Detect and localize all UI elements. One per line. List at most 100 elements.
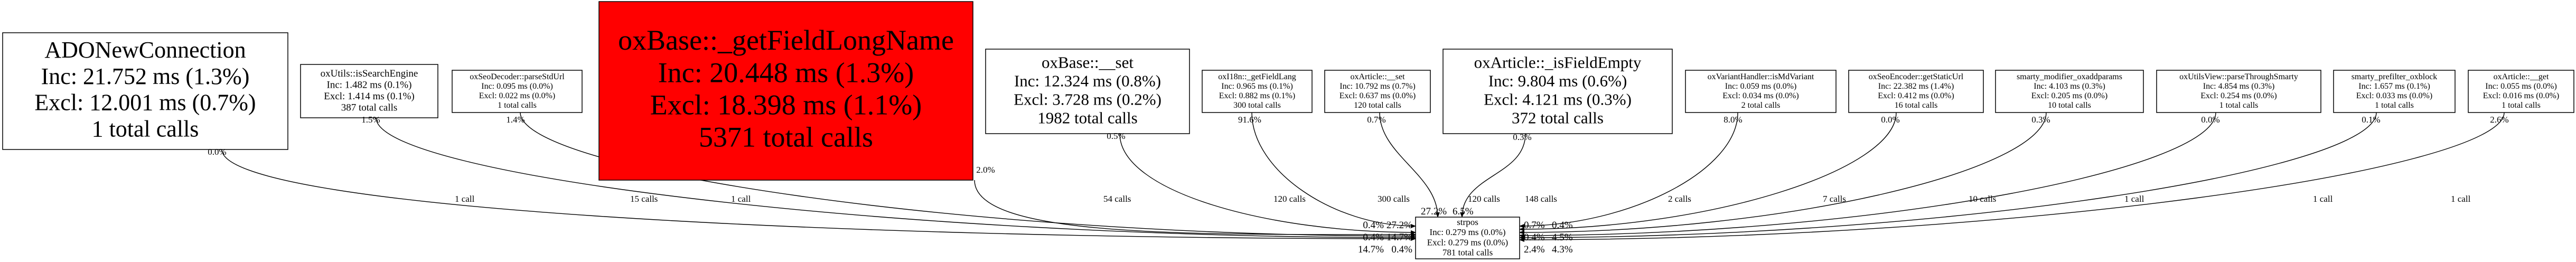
edge[interactable] [1251, 112, 1416, 228]
edge-call-count: 54 calls [1103, 194, 1131, 204]
node-box [1442, 49, 1673, 134]
node-calls: 300 total calls [1233, 101, 1281, 110]
edge-call-count: 120 calls [1468, 194, 1500, 204]
node-name: oxUtils::isSearchEngine [321, 68, 418, 79]
edge[interactable] [1519, 112, 2377, 240]
node-excl: Excl: 3.728 ms (0.2%) [1014, 90, 1161, 108]
edge-call-count: 120 calls [1273, 194, 1306, 204]
node-calls: 120 total calls [1354, 101, 1401, 110]
node-inc: Inc: 0.965 ms (0.1%) [1221, 82, 1293, 91]
edge[interactable] [376, 117, 1416, 240]
node-excl: Excl: 0.205 ms (0.0%) [2031, 91, 2107, 100]
node-inc: Inc: 21.752 ms (1.3%) [41, 63, 250, 89]
node-excl: Excl: 0.033 ms (0.0%) [2356, 91, 2432, 100]
node-name: oxBase::_getFieldLongName [618, 24, 954, 56]
node-excl: Excl: 0.254 ms (0.0%) [2200, 91, 2277, 100]
edge-call-count: 1 call [731, 194, 751, 204]
edge-tail-percent: 0.3% [2031, 115, 2050, 125]
node-name: oxArticle::__get [2494, 72, 2549, 81]
edge-head-percent: 0.4% [1391, 244, 1412, 255]
edge[interactable] [974, 180, 1416, 237]
edge-head-percent: 0.4% [1524, 232, 1545, 243]
node-box [452, 70, 583, 113]
node-name: ADONewConnection [44, 37, 246, 63]
edge-tail-percent: 2.0% [976, 165, 995, 175]
edge-call-count: 2 calls [1668, 194, 1691, 204]
edge[interactable] [1519, 112, 1738, 228]
node-inc: Inc: 10.792 ms (0.7%) [1339, 82, 1416, 91]
node-calls: 781 total calls [1442, 248, 1493, 258]
node-name: smarty_prefilter_oxblock [2352, 72, 2438, 81]
edge-head-percent: 27.2% [1421, 206, 1447, 217]
edge[interactable] [1519, 112, 2216, 238]
node-calls: 2 total calls [1741, 101, 1781, 110]
edge-head-percent: 2.4% [1524, 244, 1545, 255]
node-calls: 1 total calls [92, 116, 199, 142]
edge-call-count: 148 calls [1525, 194, 1557, 204]
node-inc: Inc: 4.854 ms (0.3%) [2203, 82, 2275, 91]
node-calls: 1 total calls [498, 101, 537, 110]
node-inc: Inc: 1.657 ms (0.1%) [2358, 82, 2430, 91]
node-inc: Inc: 4.103 ms (0.3%) [2034, 82, 2105, 91]
edge-call-count: 1 call [2451, 194, 2471, 204]
node-excl: Excl: 12.001 ms (0.7%) [34, 90, 256, 116]
node-box [2, 32, 288, 150]
node-excl: Excl: 4.121 ms (0.3%) [1484, 90, 1632, 108]
edge[interactable] [1460, 133, 1526, 218]
node-box [300, 64, 438, 118]
node-calls: 1 total calls [2375, 101, 2414, 110]
edge-tail-percent: 91.6% [1238, 115, 1261, 125]
edge[interactable] [221, 149, 1416, 241]
node-excl: Excl: 1.414 ms (0.1%) [324, 91, 415, 102]
edge-call-count: 10 calls [1969, 194, 1996, 204]
edge-call-count: 1 call [2313, 194, 2333, 204]
node-name: oxI18n::_getFieldLang [1218, 72, 1296, 81]
node-inc: Inc: 0.279 ms (0.0%) [1429, 227, 1505, 237]
edge-call-count: 300 calls [1378, 194, 1410, 204]
edge[interactable] [1519, 112, 2047, 235]
node-excl: Excl: 0.412 ms (0.0%) [1878, 91, 1954, 100]
edge-tail-percent: 0.5% [1107, 131, 1125, 141]
node-name: oxBase::__set [1042, 53, 1134, 71]
node-calls: 387 total calls [341, 102, 398, 114]
node-box [1995, 70, 2144, 113]
node-inc: Inc: 20.448 ms (1.3%) [658, 57, 914, 88]
edge-head-percent: 4.3% [1552, 244, 1573, 255]
node-box [1202, 70, 1313, 113]
node-inc: Inc: 12.324 ms (0.8%) [1014, 71, 1161, 90]
edge[interactable] [1519, 112, 1897, 231]
edge-head-percent: 6.5% [1453, 206, 1474, 217]
node-box [1685, 70, 1837, 113]
node-excl: Excl: 0.022 ms (0.0%) [479, 91, 555, 100]
node-inc: Inc: 1.482 ms (0.1%) [327, 80, 412, 91]
edge[interactable] [1379, 112, 1440, 218]
node-calls: 1 total calls [2219, 101, 2259, 110]
node-box [598, 1, 973, 181]
edge[interactable] [520, 112, 1416, 238]
node-excl: Excl: 18.398 ms (1.1%) [650, 89, 922, 120]
edge[interactable] [1119, 133, 1416, 235]
edge[interactable] [1519, 112, 2505, 242]
node-calls: 16 total calls [1895, 101, 1938, 110]
edge-call-count: 1 call [2124, 194, 2144, 204]
node-name: oxArticle::_isFieldEmpty [1474, 53, 1642, 71]
node-name: oxSeoEncoder::getStaticUrl [1869, 72, 1964, 81]
node-calls: 372 total calls [1512, 108, 1604, 127]
node-excl: Excl: 0.637 ms (0.0%) [1339, 91, 1416, 100]
